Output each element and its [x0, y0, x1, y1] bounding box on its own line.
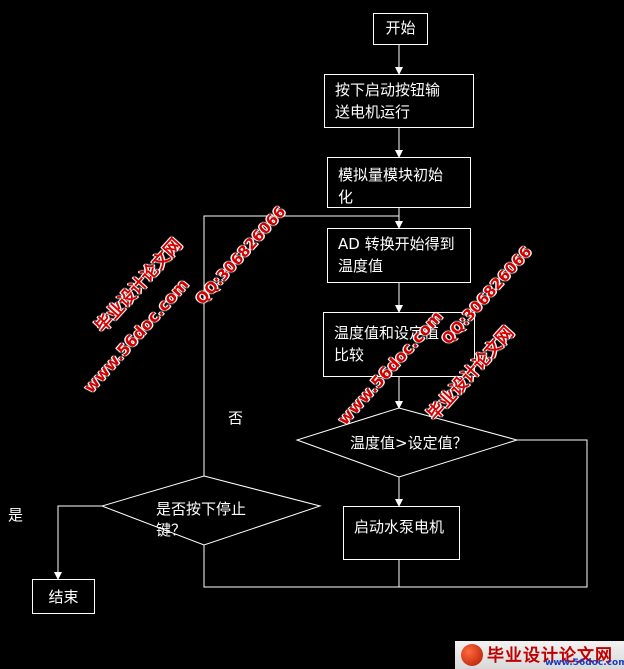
footer-url: www.56doc.com [545, 658, 624, 668]
ad-convert-line1: AD 转换开始得到 [338, 235, 455, 253]
analog-init-box: 模拟量模块初始 化 [327, 157, 471, 208]
compare-line2: 比较 [334, 346, 365, 364]
press-start-box: 按下启动按钮输 送电机运行 [324, 74, 474, 128]
compare-line1: 温度值和设定值 [334, 324, 440, 342]
edge-decision-no-right [399, 439, 588, 588]
ad-convert-box: AD 转换开始得到 温度值 [327, 228, 471, 283]
decision-stop-label-line2: 键？ [156, 521, 187, 539]
press-start-line2: 送电机运行 [335, 103, 411, 121]
edge-label-no: 否 [228, 409, 244, 427]
decision-stop-label-line1: 是否按下停止 [156, 500, 247, 518]
analog-init-line2: 化 [338, 188, 354, 206]
edge-label-yes: 是 [8, 506, 24, 524]
analog-init-line1: 模拟量模块初始 [338, 166, 444, 184]
start-pump-box: 启动水泵电机 [343, 506, 460, 560]
edge-merge-to-stop [203, 545, 399, 588]
end-box: 结束 [32, 579, 95, 614]
decision-temp-diamond [295, 407, 519, 478]
footer-title: 毕业设计论文网 [487, 646, 613, 666]
site-logo-icon [461, 644, 483, 666]
press-start-line1: 按下启动按钮输 [335, 81, 441, 99]
footer-watermark: 毕业设计论文网 www.56doc.com [455, 641, 624, 669]
start-box: 开始 [373, 13, 428, 45]
edge-loop-back [203, 215, 399, 476]
ad-convert-line2: 温度值 [338, 257, 384, 275]
compare-box: 温度值和设定值 比较 [323, 312, 475, 377]
decision-temp-label: 温度值>设定值？ [350, 434, 468, 452]
edge-yes-to-end [54, 505, 102, 580]
decision-stop-diamond [100, 475, 322, 546]
